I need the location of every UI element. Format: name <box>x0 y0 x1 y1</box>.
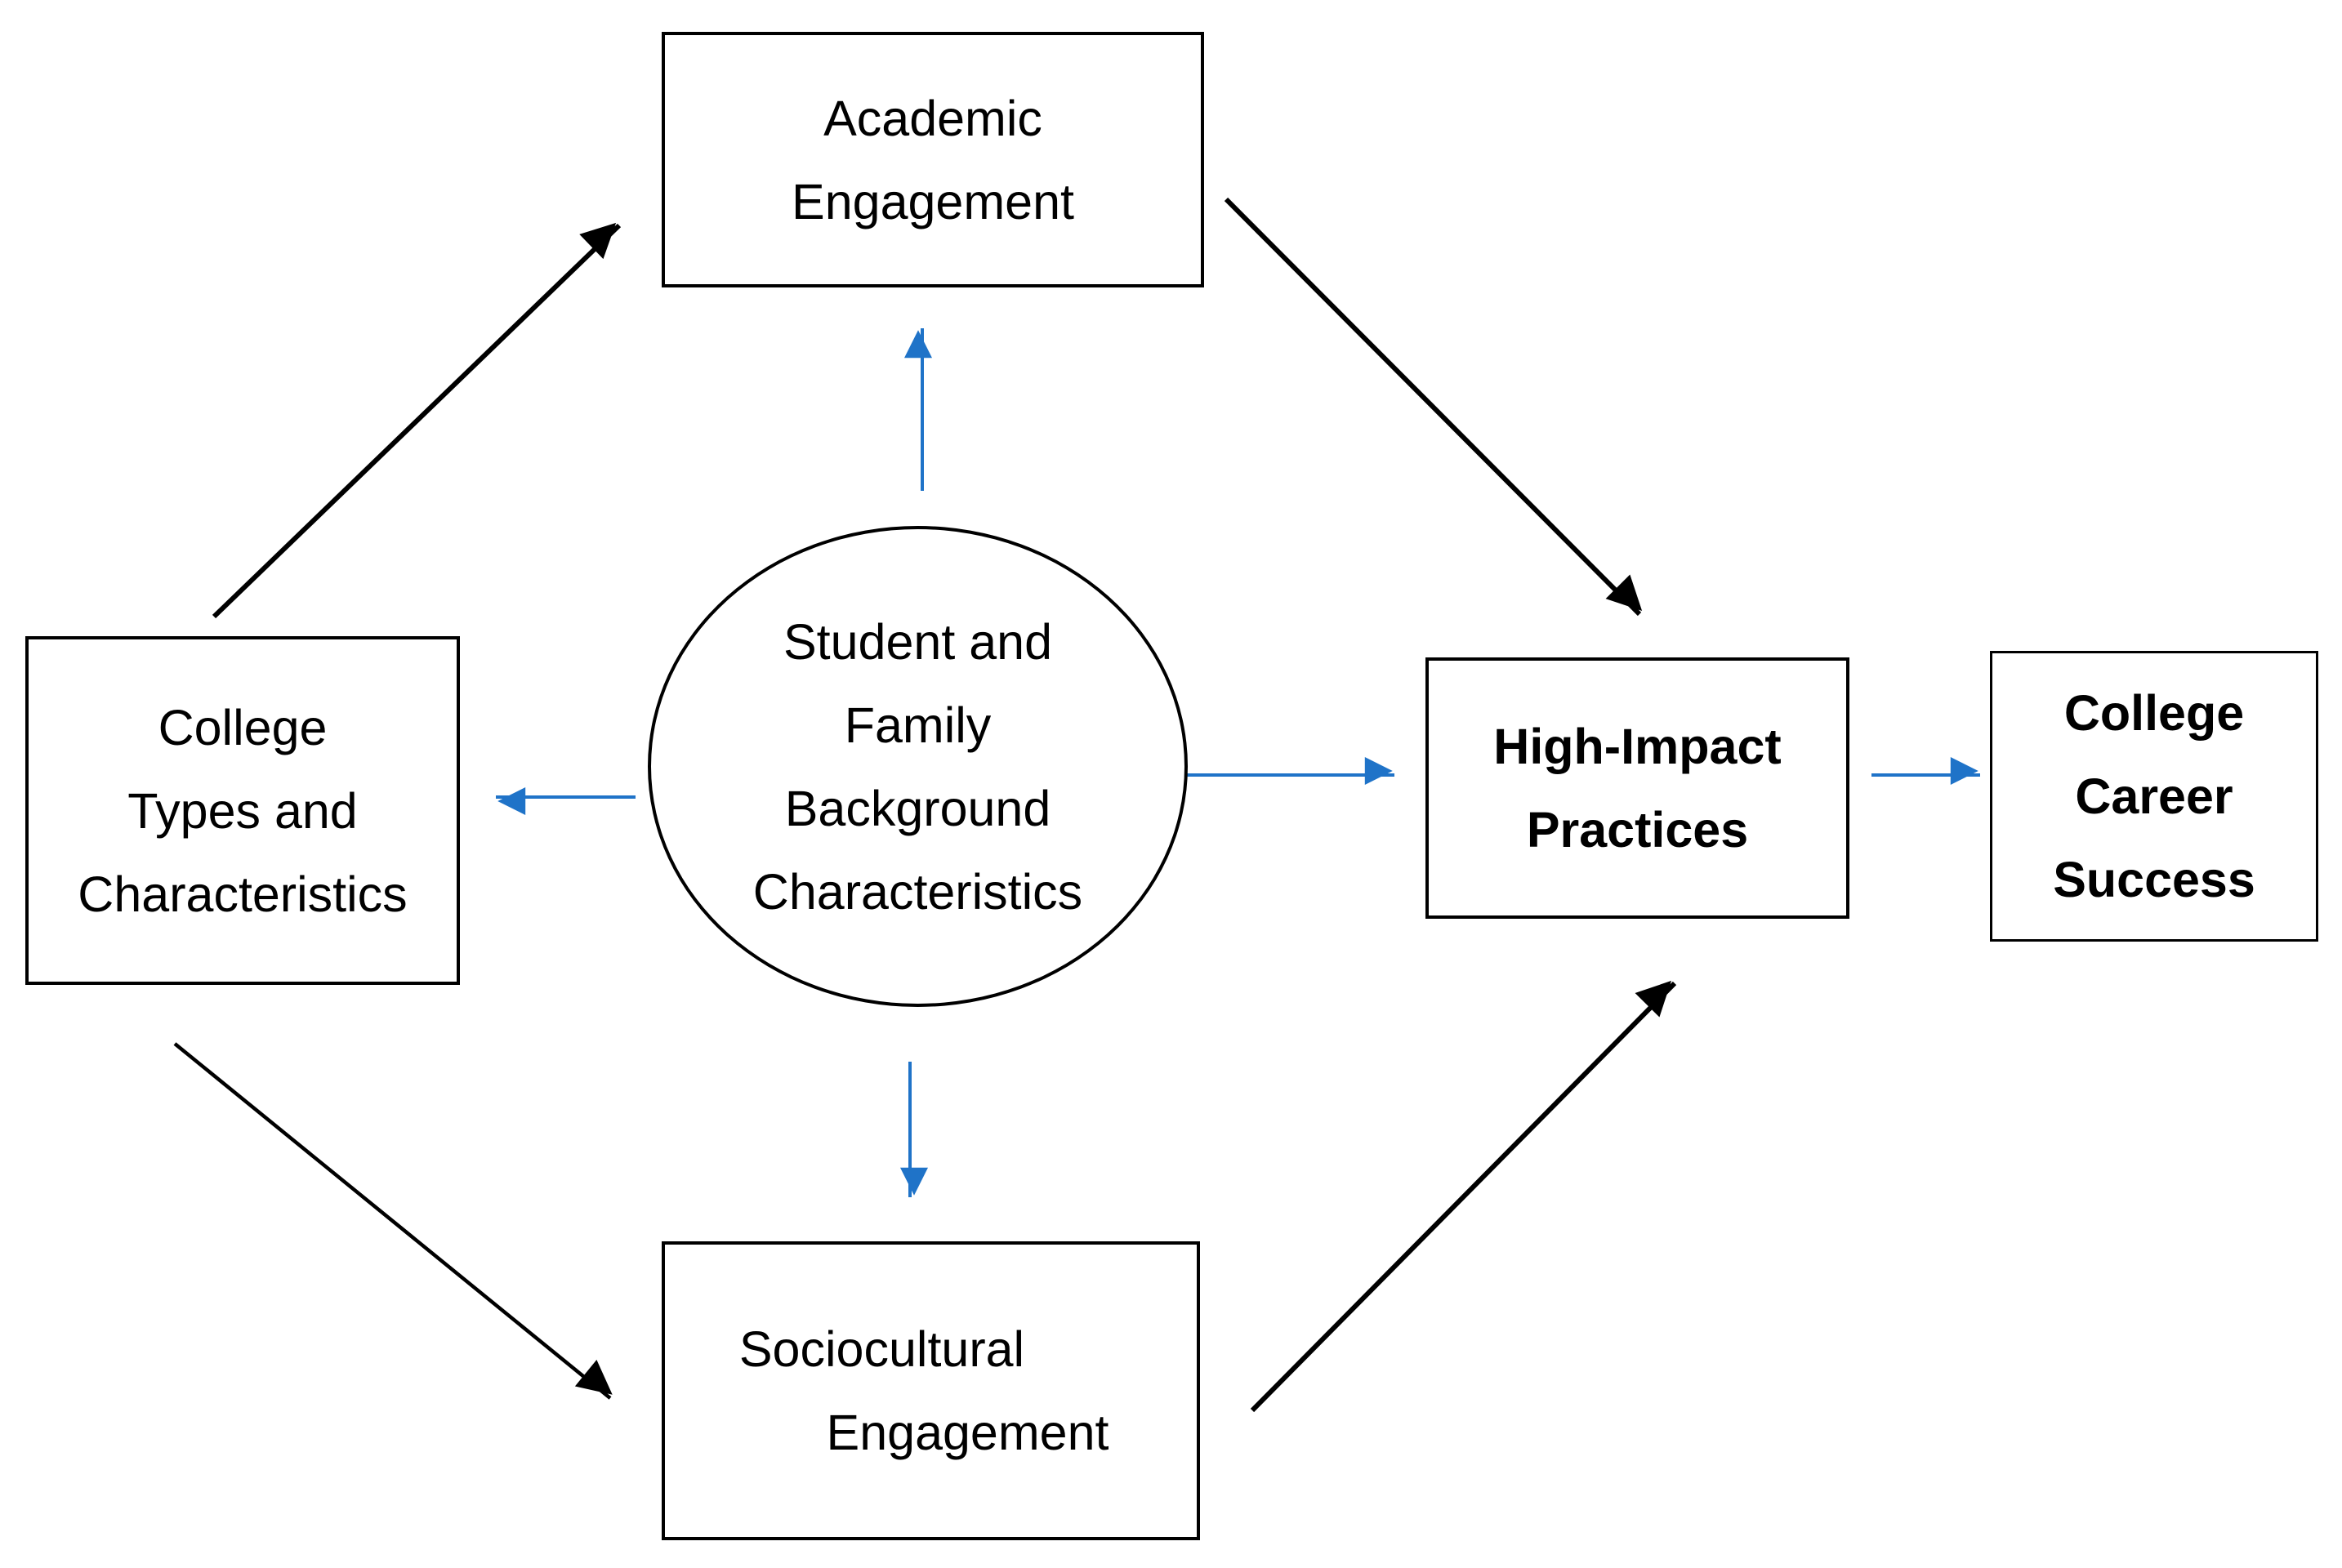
node-college-types-line-2: Types and <box>127 782 358 839</box>
arrow-sociocultural-to-high-impact <box>1250 980 1677 1413</box>
node-college-career-success: College Career Success <box>1990 651 2318 942</box>
node-sociocultural-line-2: Engagement <box>826 1405 1109 1460</box>
node-student-family-line-1: Student and <box>783 613 1052 670</box>
node-high-impact-line-2: Practices <box>1526 802 1749 858</box>
node-career-success-line-2: Career <box>2075 768 2233 824</box>
node-career-success-line-3: Success <box>2053 852 2255 907</box>
node-student-family-line-4: Characteristics <box>752 863 1083 920</box>
node-student-family-line-2: Family <box>844 697 992 753</box>
node-sociocultural-line-1: Sociocultural <box>738 1321 1025 1377</box>
node-student-family-line-3: Background <box>784 780 1051 836</box>
node-college-types: College Types and Characteristics <box>25 636 460 985</box>
node-high-impact-line-1: High-Impact <box>1493 719 1782 774</box>
node-sociocultural-engagement: Sociocultural Engagement <box>662 1241 1200 1540</box>
node-career-success-line-1: College <box>2063 685 2245 741</box>
arrow-college-to-sociocultural <box>173 1042 613 1400</box>
node-college-types-line-1: College <box>158 699 328 755</box>
arrow-college-to-academic <box>212 222 622 619</box>
node-student-family-background: Student and Family Background Characteri… <box>648 526 1188 1007</box>
node-academic-engagement: Academic Engagement <box>662 32 1204 287</box>
node-high-impact-practices: High-Impact Practices <box>1425 657 1849 919</box>
node-academic-engagement-line-1: Academic <box>823 90 1042 146</box>
arrow-academic-to-high-impact <box>1224 197 1643 617</box>
node-college-types-line-3: Characteristics <box>78 866 408 922</box>
node-academic-engagement-line-2: Engagement <box>792 173 1074 229</box>
